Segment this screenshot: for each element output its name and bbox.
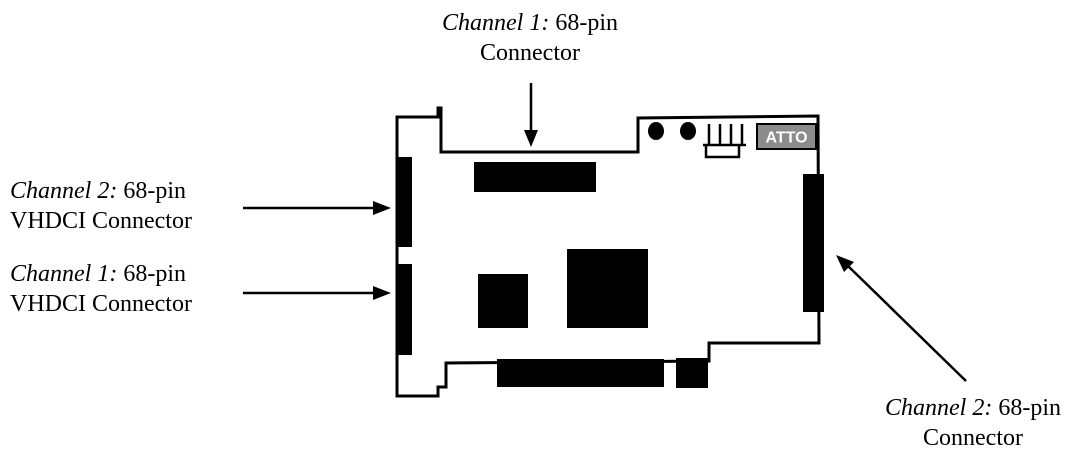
brand-logo-text: ATTO	[765, 130, 807, 147]
jumper-header	[703, 124, 746, 159]
bottom-small-connector	[676, 358, 708, 388]
label-bottom-right-connector: Channel 2: 68-pin Connector	[858, 393, 1088, 453]
small-chip	[478, 274, 528, 328]
label-top-channel: Channel 1:	[442, 10, 550, 36]
arrows	[243, 83, 967, 382]
right-connector	[803, 174, 824, 312]
left-connector-lower	[397, 264, 412, 355]
label-bottom-right-pins: 68-pin	[992, 395, 1061, 421]
label-left-lower-connector: Channel 1: 68-pin VHDCI Connector	[10, 259, 192, 319]
led-1	[648, 122, 664, 140]
label-left-upper-line2: VHDCI Connector	[10, 208, 192, 234]
bottom-edge-connector	[497, 359, 664, 387]
label-left-upper-connector: Channel 2: 68-pin VHDCI Connector	[10, 176, 192, 236]
label-top-pins: 68-pin	[549, 10, 618, 36]
label-left-upper-channel: Channel 2:	[10, 178, 118, 204]
label-top-line2: Connector	[480, 40, 580, 66]
left-connector-upper	[397, 157, 412, 247]
label-left-upper-pins: 68-pin	[117, 178, 186, 204]
label-top-connector: Channel 1: 68-pin Connector	[420, 8, 640, 68]
label-left-lower-pins: 68-pin	[117, 261, 186, 287]
large-chip	[567, 249, 648, 328]
top-connector	[474, 162, 596, 192]
brand-badge	[756, 123, 817, 150]
led-2	[680, 122, 696, 140]
label-bottom-right-line2: Connector	[923, 425, 1023, 451]
label-bottom-right-channel: Channel 2:	[885, 395, 993, 421]
label-left-lower-line2: VHDCI Connector	[10, 291, 192, 317]
label-left-lower-channel: Channel 1:	[10, 261, 118, 287]
